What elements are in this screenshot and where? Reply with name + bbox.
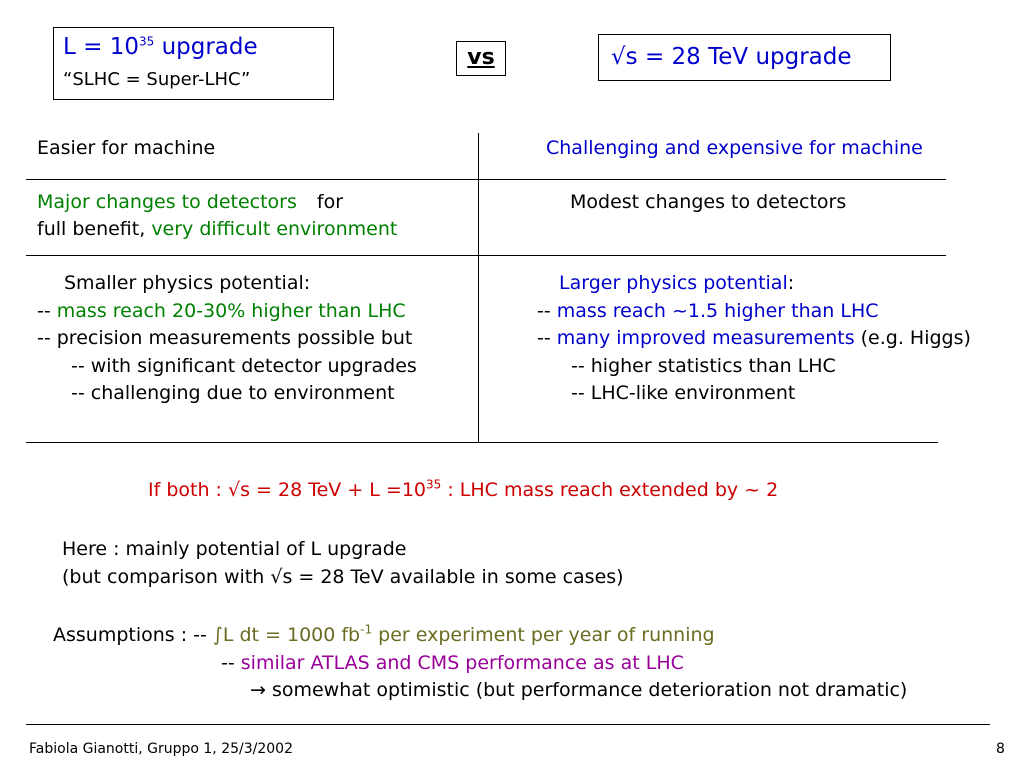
if-both-statement: If both : √s = 28 TeV + L =1035 : LHC ma… [148, 477, 779, 501]
assumptions-line3: → somewhat optimistic (but performance d… [250, 679, 908, 701]
vs-box: vs [456, 41, 506, 76]
row3-left-line4: -- challenging due to environment [71, 382, 395, 404]
row1-right: Challenging and expensive for machine [546, 137, 923, 159]
row2-left-line2: full benefit, very difficult environment [37, 218, 398, 240]
arrow-right-icon: → [250, 679, 266, 701]
row3-right-line1: -- mass reach ~1.5 higher than LHC [537, 300, 879, 322]
footer-author: Fabiola Gianotti, Gruppo 1, 25/3/2002 [29, 741, 293, 757]
vs-label: vs [467, 45, 495, 70]
left-title-box: L = 1035 upgrade “SLHC = Super-LHC” [53, 27, 334, 100]
left-subtitle: “SLHC = Super-LHC” [63, 69, 251, 90]
row3-right-line3: -- higher statistics than LHC [571, 355, 836, 377]
page-number: 8 [996, 741, 1005, 757]
table-divider-vertical [478, 133, 479, 442]
row3-right-line4: -- LHC-like environment [571, 382, 796, 404]
row3-left-line2: -- precision measurements possible but [37, 327, 413, 349]
row3-right-heading: Larger physics potential: [559, 272, 795, 294]
integral-icon: ∫ [212, 624, 223, 646]
row2-right: Modest changes to detectors [570, 191, 847, 213]
row3-left-heading: Smaller physics potential: [64, 272, 311, 294]
row3-right-line2: -- many improved measurements (e.g. Higg… [537, 327, 971, 349]
table-rule-2 [26, 255, 946, 256]
here-line2: (but comparison with √s = 28 TeV availab… [62, 566, 624, 588]
table-rule-3 [26, 442, 938, 443]
here-line1: Here : mainly potential of L upgrade [62, 538, 407, 560]
assumptions-line2: -- similar ATLAS and CMS performance as … [221, 652, 684, 674]
right-title: √s = 28 TeV upgrade [611, 44, 852, 70]
row3-left-line1: -- mass reach 20-30% higher than LHC [37, 300, 406, 322]
row1-left: Easier for machine [37, 137, 216, 159]
assumptions-line1: Assumptions : -- ∫L dt = 1000 fb-1 per e… [53, 622, 715, 646]
table-rule-1 [26, 179, 946, 180]
row3-left-line3: -- with significant detector upgrades [71, 355, 417, 377]
footer-rule [26, 724, 990, 725]
left-title: L = 1035 upgrade [63, 34, 258, 60]
right-title-box: √s = 28 TeV upgrade [598, 34, 891, 81]
